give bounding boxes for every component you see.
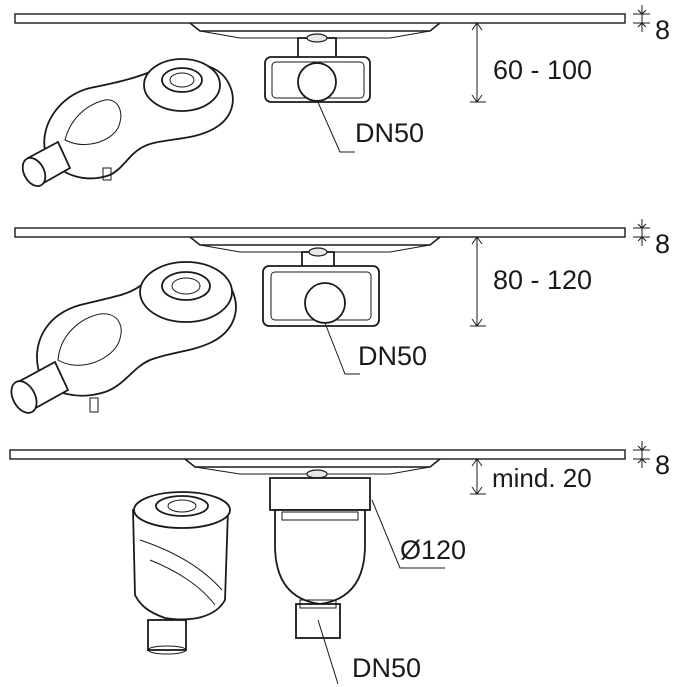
height-range-label-2: 80 - 120 bbox=[493, 265, 593, 295]
outlet-leader bbox=[316, 99, 355, 153]
drain-plate bbox=[9, 449, 626, 460]
outlet-leader bbox=[317, 619, 339, 685]
outlet-circle bbox=[297, 62, 337, 102]
dim-plate-3 bbox=[633, 441, 650, 468]
diameter-label: Ø120 bbox=[400, 535, 467, 565]
outlet-label-1: DN50 bbox=[355, 118, 425, 148]
view-2 bbox=[10, 219, 650, 414]
trap-collar bbox=[269, 477, 371, 511]
dim-plate-2 bbox=[633, 219, 650, 246]
dim-plate-1 bbox=[633, 5, 650, 32]
plate-thickness-label-2: 8 bbox=[655, 229, 671, 259]
plate-thickness-label-3: 8 bbox=[655, 450, 671, 480]
view-3 bbox=[9, 441, 650, 685]
trap-3d bbox=[21, 58, 234, 187]
outlet-label-2: DN50 bbox=[358, 341, 428, 371]
dim-height-3 bbox=[470, 458, 486, 495]
plate-flange bbox=[189, 22, 441, 32]
outlet-leader bbox=[324, 322, 360, 375]
drain-plate bbox=[14, 13, 626, 24]
plate-thickness-label-1: 8 bbox=[655, 15, 671, 45]
height-range-label-1: 60 - 100 bbox=[493, 55, 593, 85]
height-range-label-3: mind. 20 bbox=[492, 463, 592, 493]
drain-plate bbox=[14, 227, 626, 238]
outlet-circle bbox=[304, 282, 346, 324]
trap-3d bbox=[10, 261, 237, 414]
dim-height-2 bbox=[470, 236, 486, 327]
outlet-label-3: DN50 bbox=[352, 653, 422, 683]
trap-body bbox=[274, 509, 366, 605]
dim-height-1 bbox=[470, 22, 486, 103]
view-1 bbox=[14, 5, 650, 187]
trap-3d-vertical bbox=[132, 491, 231, 655]
diameter-leader bbox=[371, 499, 445, 569]
